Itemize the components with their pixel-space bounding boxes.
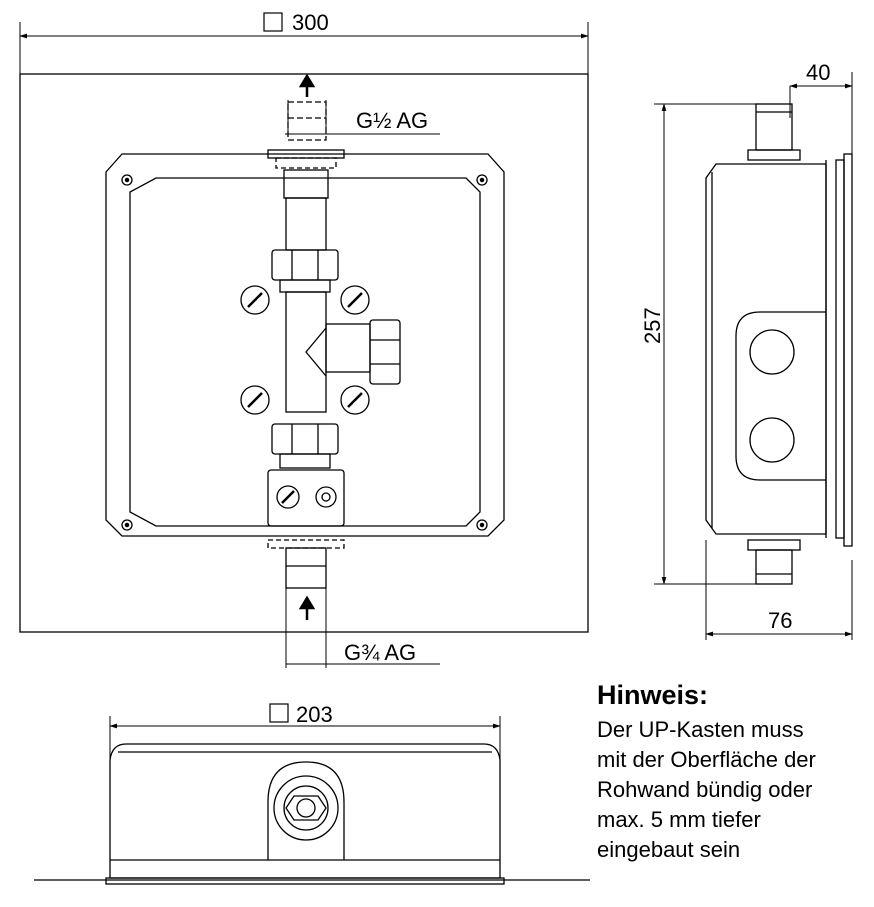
- flow-arrow-up-top: [298, 73, 316, 97]
- body-screw: [240, 285, 270, 315]
- stop-valve-block: [267, 469, 345, 527]
- frame-screw: [121, 174, 133, 186]
- side-hex-nut: [369, 319, 401, 385]
- body-screw: [340, 285, 370, 315]
- bottom-hex-fitting: [285, 795, 327, 821]
- flow-arrow-up-bottom: [298, 595, 316, 620]
- note-line: Rohwand bündig oder: [597, 777, 813, 802]
- side-box-body: [705, 163, 827, 535]
- side-bottom-spigot: [755, 549, 793, 585]
- frame-screw: [476, 519, 488, 531]
- square-symbol-300: [263, 12, 283, 32]
- bottom-flange: [267, 539, 345, 589]
- top-flange: [267, 149, 345, 169]
- mounting-frame: [105, 153, 505, 537]
- lower-hex-nut: [271, 423, 339, 455]
- side-view: [654, 72, 853, 640]
- valve-body: [267, 169, 401, 527]
- square-symbol-203: [269, 703, 289, 723]
- body-screw: [340, 385, 370, 415]
- body-screw: [240, 385, 270, 415]
- note-line: Der UP-Kasten muss: [597, 717, 804, 742]
- inlet-thread-label: G¾ AG: [344, 640, 416, 665]
- wall-plate: [19, 73, 589, 633]
- outlet-thread-label: G½ AG: [356, 108, 428, 133]
- note-title: Hinweis:: [597, 680, 709, 710]
- note-line: mit der Oberfläche der: [597, 747, 816, 772]
- frame-screw: [121, 519, 133, 531]
- bottom-view: [34, 703, 590, 885]
- front-view: [19, 12, 589, 668]
- frame-screw: [476, 174, 488, 186]
- depth-76-label: 76: [768, 608, 792, 633]
- note-line: max. 5 mm tiefer: [597, 807, 761, 832]
- mounting-frame-inner: [129, 177, 481, 527]
- spigot-40-label: 40: [806, 60, 830, 85]
- side-top-spigot: [755, 103, 793, 151]
- bottom-box-body: [109, 743, 501, 879]
- note-box: Hinweis: Der UP-Kasten muss mit der Ober…: [597, 680, 867, 865]
- width-203-label: 203: [296, 702, 333, 727]
- upper-hex-nut: [271, 249, 339, 281]
- height-257-label: 257: [640, 307, 665, 344]
- width-300-label: 300: [292, 10, 329, 35]
- note-line: eingebaut sein: [597, 837, 741, 862]
